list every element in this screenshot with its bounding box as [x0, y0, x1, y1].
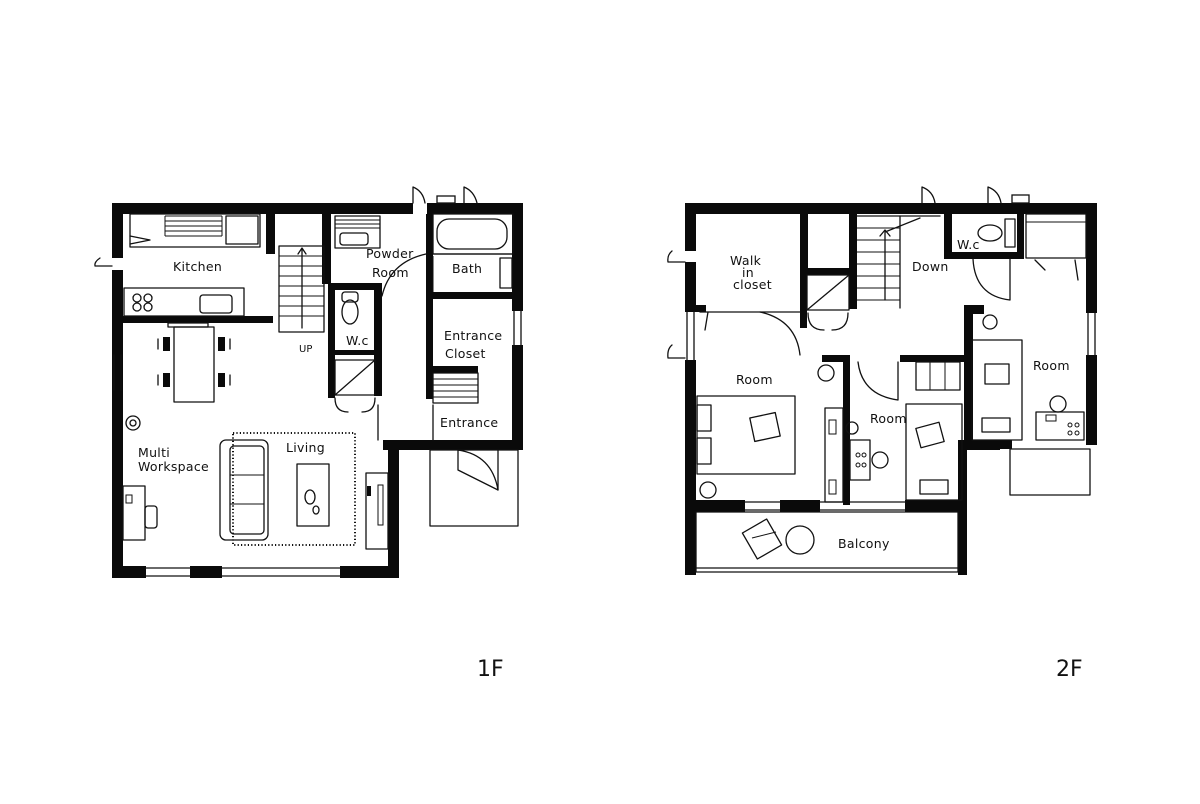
living-label: Living	[286, 440, 325, 455]
bath-label: Bath	[452, 261, 482, 276]
powder-label-2: Room	[372, 265, 409, 280]
down-label: Down	[912, 259, 949, 274]
bath-1f: Bath	[432, 213, 514, 292]
stairs-1f: UP	[278, 245, 325, 355]
room-right-2f: Room	[971, 314, 1091, 496]
multi-workspace-desk: Multi Workspace	[122, 445, 209, 541]
walk-in-closet-label-2: in	[742, 265, 754, 280]
floor-label-2f: 2F	[1056, 657, 1083, 682]
multi-workspace-label-2: Workspace	[138, 459, 209, 474]
entrance-label: Entrance	[440, 415, 498, 430]
room-left-label: Room	[736, 372, 773, 387]
top-doors-2f	[667, 186, 1030, 359]
entrance-closet-label-2: Closet	[445, 346, 486, 361]
room-right-label: Room	[1033, 358, 1070, 373]
entrance-closet-1f: Entrance Closet Entrance	[377, 328, 502, 441]
top-doors-1f	[94, 186, 478, 267]
dining-table-1f	[157, 326, 231, 403]
kitchen-label: Kitchen	[173, 259, 222, 274]
balcony-label: Balcony	[838, 536, 890, 551]
walk-in-closet-label-3: closet	[733, 277, 772, 292]
entrance-door-1f	[429, 449, 519, 527]
plan-2f: Walk in closet Down	[667, 186, 1097, 575]
walk-in-closet-label-1: Walk	[730, 253, 762, 268]
walls-1f	[112, 203, 523, 578]
up-label: UP	[299, 344, 312, 355]
wc-1f-label: W.c	[346, 333, 369, 348]
stairs-2f: Down	[856, 215, 949, 309]
walk-in-closet-2f: Walk in closet	[699, 253, 801, 356]
entrance-closet-label-1: Entrance	[444, 328, 502, 343]
walls-2f	[685, 203, 1097, 575]
floor-label-1f: 1F	[477, 657, 504, 682]
room-center-2f: Room	[845, 361, 963, 501]
powder-room-1f: Powder Room	[334, 215, 427, 297]
wc-2f: W.c	[957, 218, 1016, 301]
plant-icon	[125, 415, 141, 431]
wc-2f-label: W.c	[957, 237, 980, 252]
powder-label-1: Powder	[366, 246, 414, 261]
living-area-1f: Living	[219, 432, 389, 550]
closet-2f	[806, 274, 850, 331]
wc-1f: W.c	[341, 291, 369, 348]
balcony-2f: Balcony	[695, 511, 959, 573]
storage-1f	[334, 359, 376, 413]
closet-right-2f	[1025, 213, 1087, 281]
multi-workspace-label-1: Multi	[138, 445, 170, 460]
room-center-label: Room	[870, 411, 907, 426]
plan-1f: Kitchen Multi	[94, 186, 523, 578]
room-left-2f: Room	[696, 364, 844, 503]
kitchen-1f: Kitchen	[123, 213, 261, 328]
